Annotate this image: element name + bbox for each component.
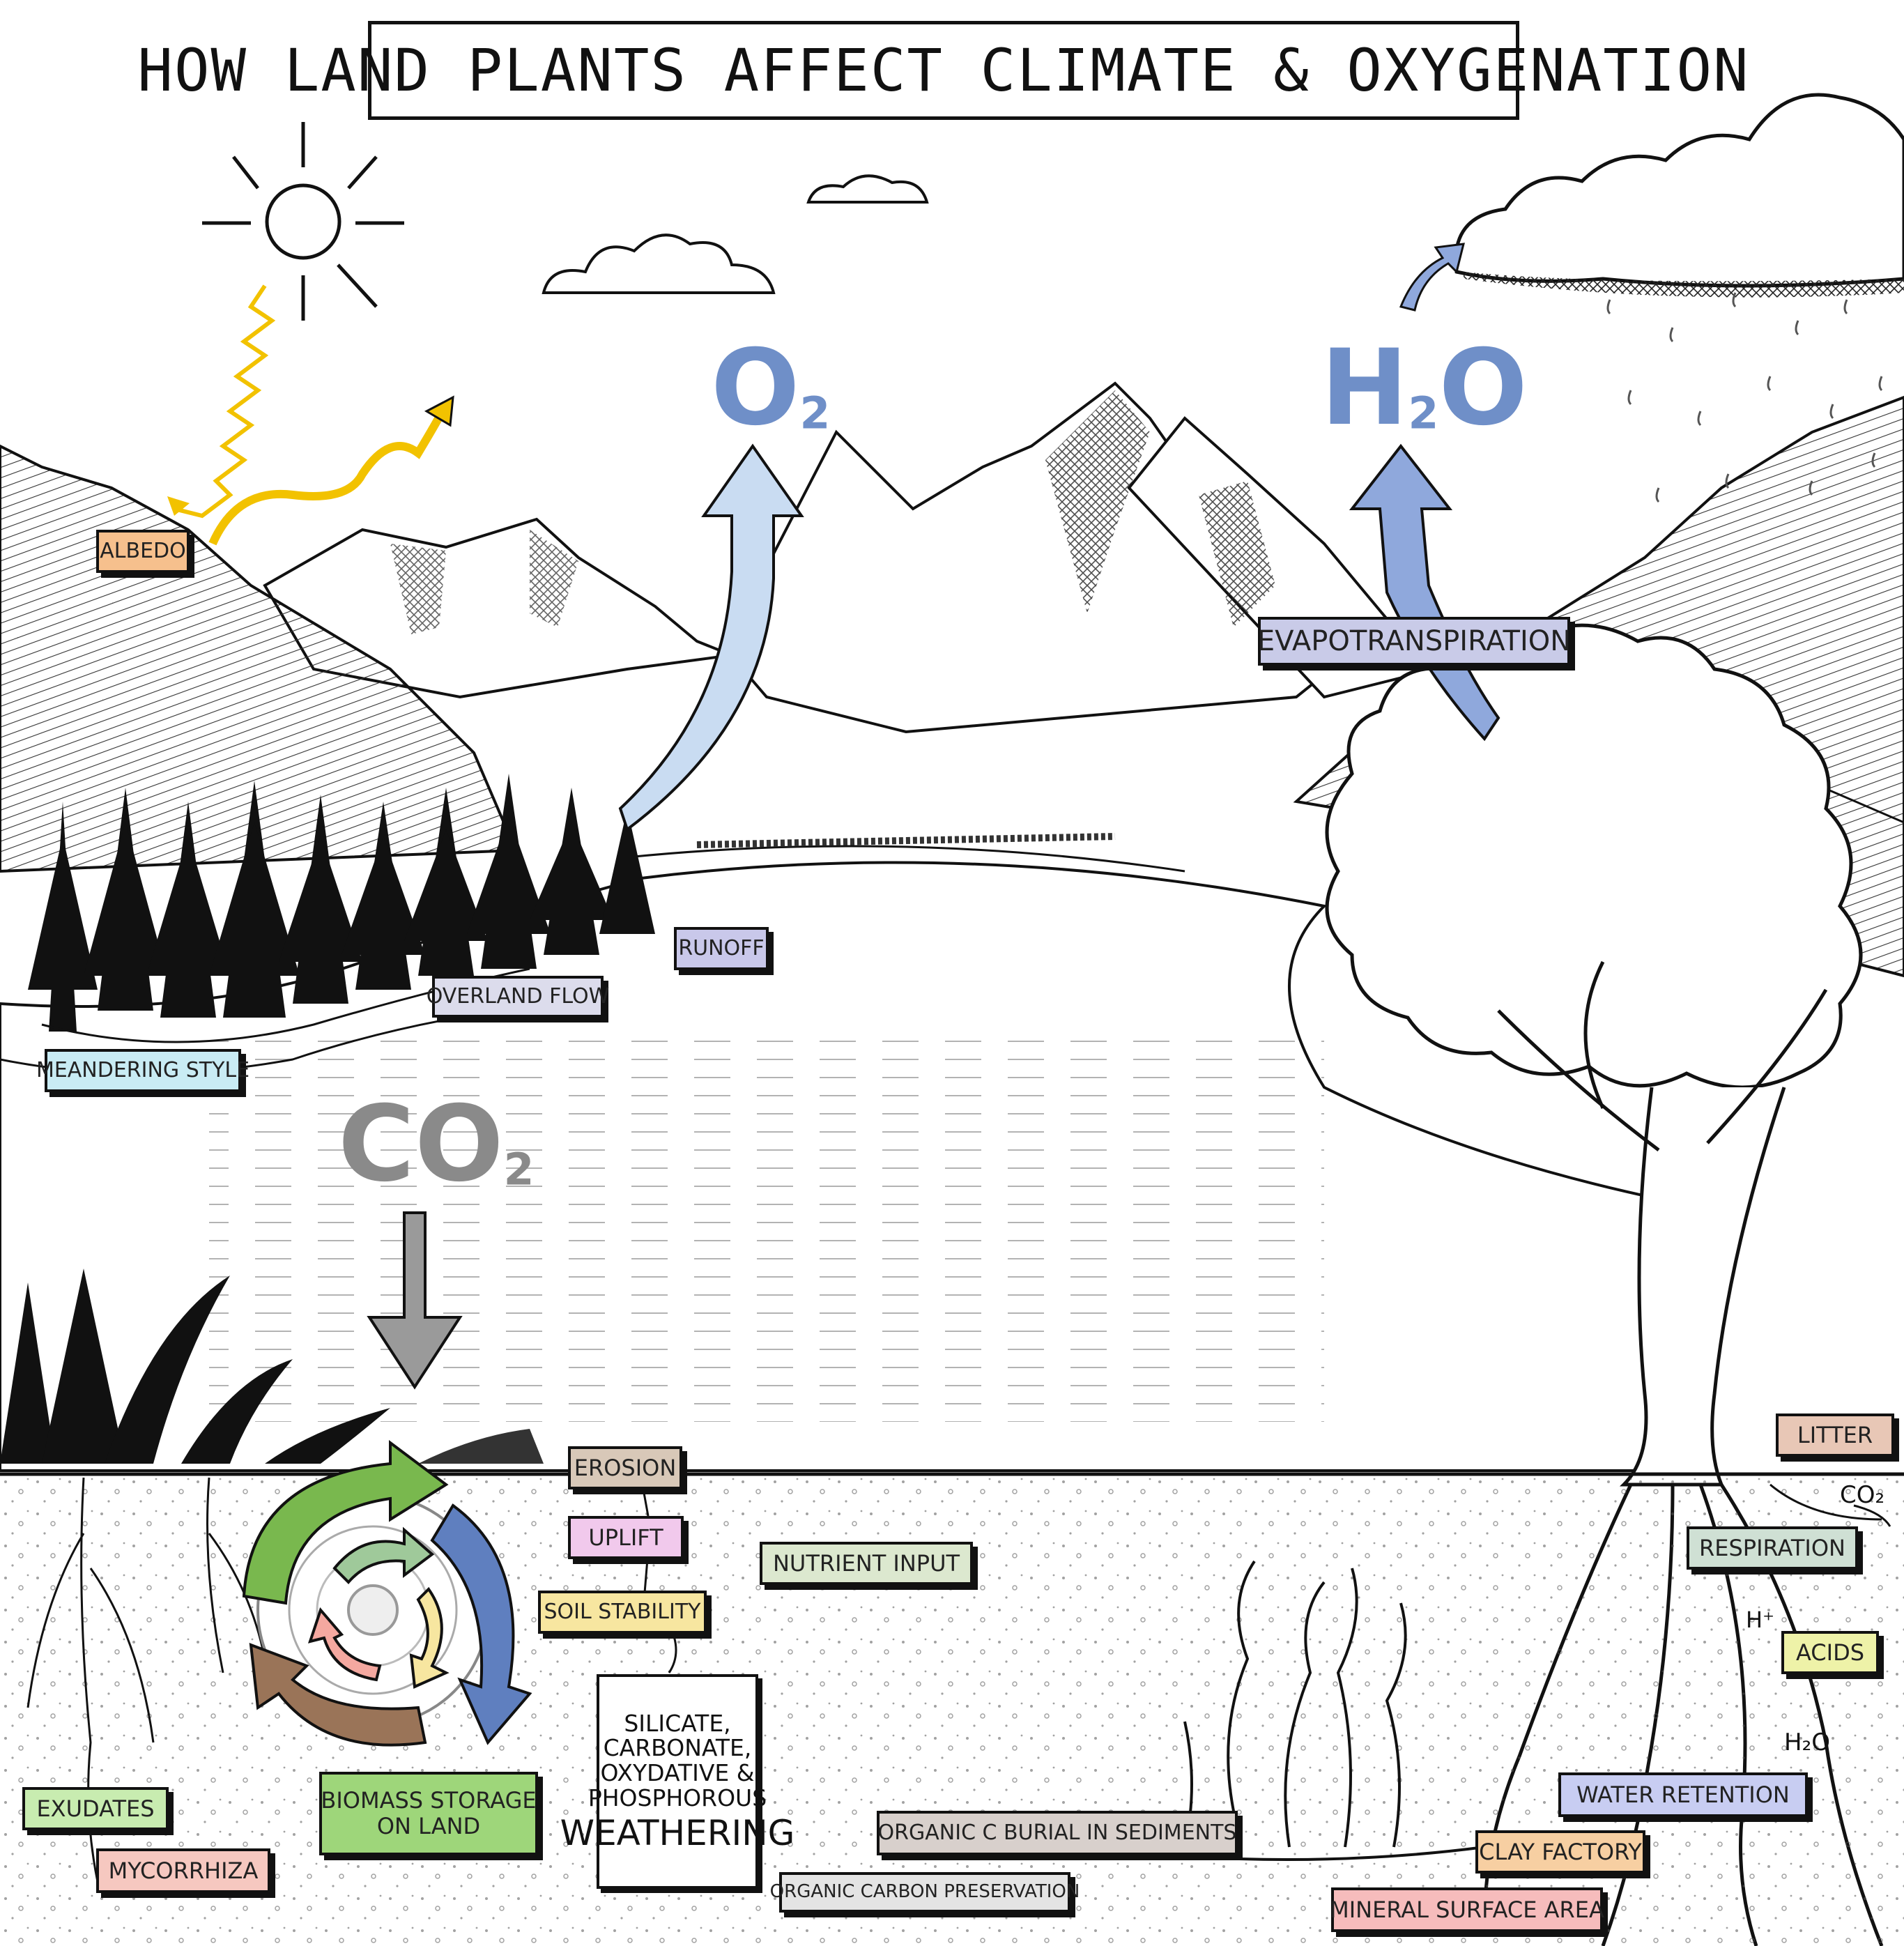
label-weathering: SILICATE, CARBONATE, OXYDATIVE & PHOSPHO…: [560, 1674, 794, 1889]
label-clay-factory: CLAY FACTORY: [1475, 1830, 1645, 1874]
label-runoff: RUNOFF: [674, 927, 769, 970]
h2o-h: H: [1321, 328, 1408, 449]
co2-symbol: CO: [338, 1084, 504, 1205]
ferns: [0, 1269, 544, 1464]
o2-subscript: 2: [799, 388, 831, 439]
reflected-sunlight: [208, 402, 450, 546]
co2-small-label: CO₂: [1840, 1481, 1885, 1509]
h-plus-label: H⁺: [1746, 1607, 1774, 1633]
co2-subscript: 2: [503, 1144, 535, 1195]
label-litter: LITTER: [1776, 1413, 1894, 1457]
h2o-subscript: 2: [1408, 388, 1439, 439]
h2o-molecule: H2O: [1321, 328, 1528, 449]
label-mineral-surface-area: MINERAL SURFACE AREA: [1330, 1887, 1604, 1932]
label-exudates: EXUDATES: [22, 1787, 169, 1830]
label-water-retention: WATER RETENTION: [1558, 1772, 1808, 1817]
diagram-title: HOW LAND PLANTS AFFECT CLIMATE & OXYGENA…: [137, 21, 1749, 120]
weathering-line-1: SILICATE,: [624, 1709, 731, 1737]
co2-molecule: CO2: [338, 1084, 534, 1205]
o2-molecule: O2: [711, 328, 830, 449]
biomass-line-1: BIOMASS STORAGE: [321, 1787, 537, 1814]
label-albedo: ALBEDO: [96, 530, 190, 573]
label-mycorrhiza: MYCORRHIZA: [96, 1848, 270, 1893]
vapor-arrow: [1399, 243, 1465, 312]
label-evapotranspiration: EVAPOTRANSPIRATION: [1257, 617, 1571, 666]
weathering-line-5: WEATHERING: [560, 1813, 795, 1854]
label-biomass-storage: BIOMASS STORAGE ON LAND: [319, 1772, 538, 1855]
weathering-line-2: CARBONATE,: [603, 1734, 752, 1762]
incoming-sunlight: [174, 284, 276, 519]
label-respiration: RESPIRATION: [1687, 1526, 1858, 1570]
o2-arrow: [618, 443, 804, 832]
o2-symbol: O: [711, 328, 800, 449]
h2o-small-label: H₂O: [1784, 1729, 1830, 1756]
small-cloud: [542, 233, 776, 294]
carbon-cycle: [242, 1440, 532, 1747]
label-organic-c-burial: ORGANIC C BURIAL IN SEDIMENTS: [877, 1811, 1238, 1855]
label-uplift: UPLIFT: [568, 1516, 684, 1559]
weathering-line-3: OXYDATIVE &: [600, 1759, 755, 1786]
tiny-cloud: [806, 174, 929, 204]
label-soil-stability: SOIL STABILITY: [538, 1591, 707, 1634]
label-acids: ACIDS: [1781, 1631, 1879, 1674]
h2o-o: O: [1438, 328, 1528, 449]
conifer-forest: [28, 774, 655, 1032]
label-erosion: EROSION: [568, 1446, 682, 1489]
co2-arrow: [367, 1211, 463, 1390]
label-overland-flow: OVERLAND FLOW: [427, 976, 609, 1018]
label-organic-carbon-preservation: ORGANIC CARBON PRESERVATION: [770, 1872, 1080, 1913]
sun: [202, 122, 404, 321]
label-meandering-style: MEANDERING STYLE: [36, 1049, 249, 1092]
h2o-arrow: [1349, 443, 1500, 742]
oak-tree: [1325, 623, 1863, 1487]
weathering-line-4: PHOSPHOROUS: [588, 1784, 767, 1811]
label-nutrient-input: NUTRIENT INPUT: [760, 1542, 973, 1585]
biomass-line-2: ON LAND: [376, 1813, 481, 1839]
rain-cloud: [1454, 93, 1904, 288]
rain-drops: [1606, 292, 1883, 503]
back-mountain-left: [263, 517, 737, 699]
